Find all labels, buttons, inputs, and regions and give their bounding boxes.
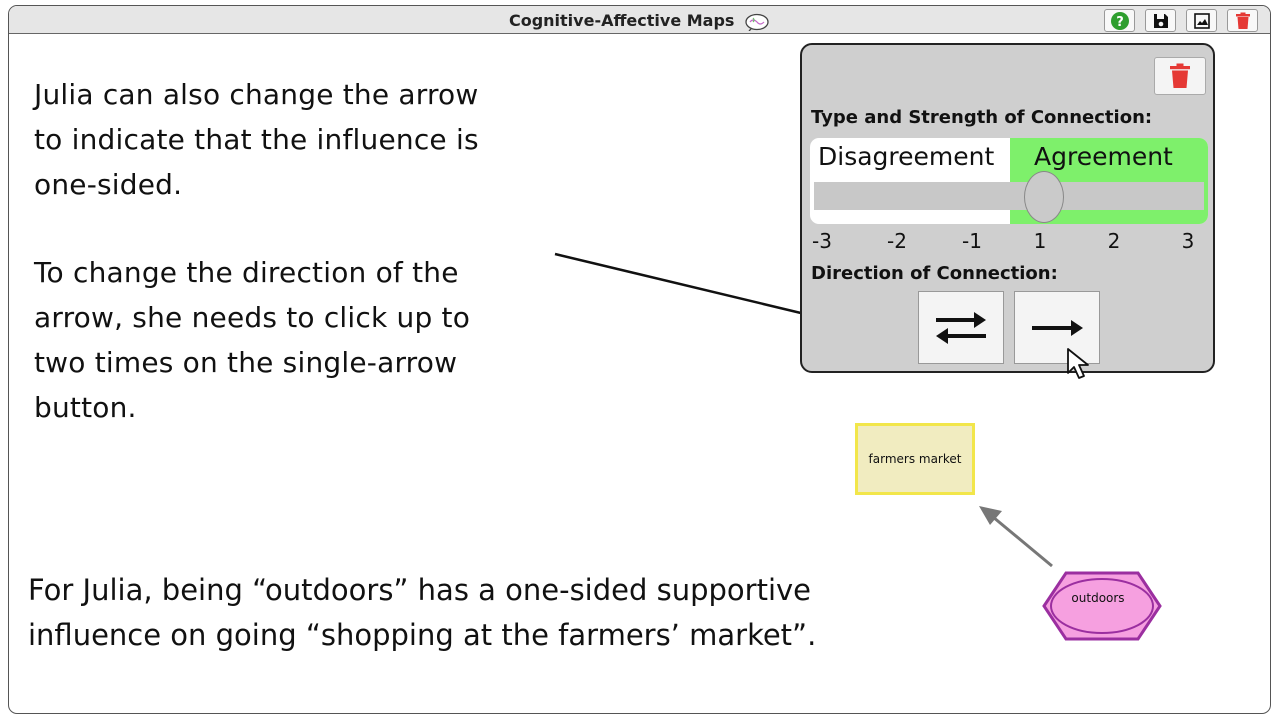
save-button[interactable] [1145, 9, 1176, 32]
strength-slider[interactable]: Disagreement Agreement [810, 138, 1208, 224]
delete-map-button[interactable] [1227, 9, 1258, 32]
slider-thumb[interactable] [1024, 171, 1064, 223]
connection-panel: Type and Strength of Connection: Disagre… [800, 43, 1215, 373]
conclusion-text: For Julia, being “outdoors” has a one-si… [28, 573, 817, 652]
concept-label: outdoors [1071, 591, 1125, 605]
right-arrow-icon [1032, 319, 1083, 336]
tick-label: 1 [1033, 229, 1047, 253]
floppy-disk-icon [1153, 13, 1168, 28]
mouse-cursor-icon [1067, 348, 1089, 379]
slider-track[interactable] [814, 182, 1204, 210]
bidirectional-button[interactable] [918, 291, 1004, 364]
brain-logo-icon [745, 13, 769, 31]
help-button[interactable]: ? [1104, 9, 1135, 32]
intro-text: Julia can also change the arrow to indic… [34, 78, 479, 201]
image-icon [1193, 12, 1210, 29]
bidirectional-arrow-icon [936, 311, 986, 344]
agreement-label: Agreement [1034, 142, 1173, 171]
disagreement-label: Disagreement [818, 142, 995, 171]
tick-label: -1 [962, 229, 982, 253]
trash-icon [1235, 12, 1250, 29]
strength-label: Type and Strength of Connection: [811, 107, 1153, 128]
tick-label: 2 [1107, 229, 1121, 253]
app-title: Cognitive-Affective Maps [9, 11, 1270, 31]
tick-label: 3 [1181, 229, 1195, 253]
concept-label: farmers market [868, 452, 962, 466]
concept-node-outdoors[interactable] [1038, 568, 1166, 644]
tick-labels: -3 -2 -1 1 2 3 [802, 229, 1213, 253]
delete-connection-button[interactable] [1154, 57, 1206, 95]
concept-node-farmers-market[interactable]: farmers market [855, 423, 975, 495]
direction-label: Direction of Connection: [811, 263, 1058, 284]
help-circle-icon: ? [1110, 11, 1129, 30]
unidirectional-button[interactable] [1014, 291, 1100, 364]
instruction-text: To change the direction of the arrow, sh… [34, 256, 471, 424]
trash-icon [1170, 63, 1190, 88]
title-bar: Cognitive-Affective Maps ? [9, 6, 1270, 34]
tick-label: -2 [887, 229, 907, 253]
svg-text:?: ? [1116, 15, 1124, 30]
export-image-button[interactable] [1186, 9, 1217, 32]
tick-label: -3 [812, 229, 832, 253]
app-title-text: Cognitive-Affective Maps [508, 11, 735, 30]
